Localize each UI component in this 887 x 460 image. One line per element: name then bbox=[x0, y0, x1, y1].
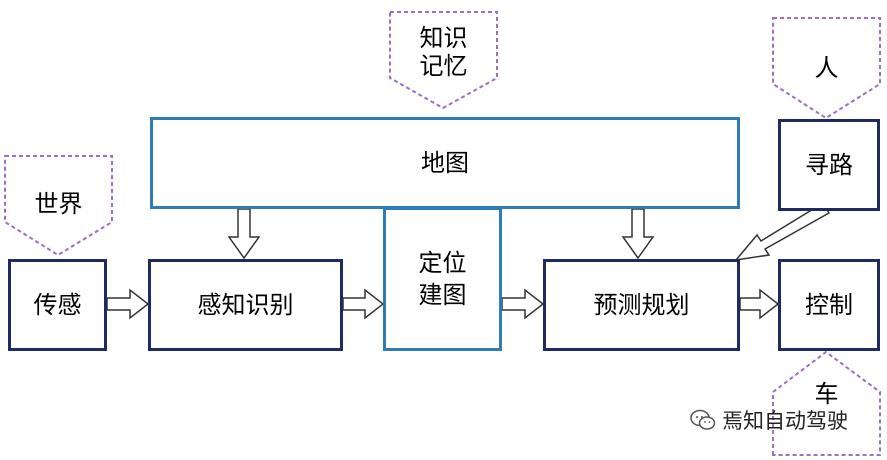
callout-human-label: 人 bbox=[814, 54, 839, 82]
wechat-icon bbox=[690, 409, 716, 430]
callout-world-label: 世界 bbox=[34, 190, 83, 218]
perception-box: 感知识别 bbox=[148, 259, 343, 351]
callout-vehicle-shape bbox=[772, 350, 881, 456]
arrow-map-to-perception bbox=[227, 208, 261, 260]
sensing-box: 传感 bbox=[8, 259, 107, 351]
perception-label: 感知识别 bbox=[197, 291, 294, 319]
arrow-localization-to-prediction bbox=[501, 288, 545, 320]
sensing-label: 传感 bbox=[33, 291, 82, 319]
localization-label: 定位 建图 bbox=[418, 249, 467, 309]
control-label: 控制 bbox=[805, 291, 853, 319]
routing-box: 寻路 bbox=[778, 119, 880, 211]
callout-world-shape bbox=[4, 155, 113, 257]
watermark: 焉知自动驾驶 bbox=[690, 405, 848, 435]
watermark-text: 焉知自动驾驶 bbox=[722, 409, 848, 433]
map-label: 地图 bbox=[421, 149, 469, 177]
routing-label: 寻路 bbox=[805, 151, 853, 179]
callout-human-shape bbox=[772, 17, 881, 120]
prediction-box: 预测规划 bbox=[543, 259, 740, 351]
arrow-sensing-to-perception bbox=[106, 288, 150, 320]
callout-knowledge-shape bbox=[389, 11, 498, 110]
callout-vehicle-label: 车 bbox=[814, 380, 839, 408]
arrow-prediction-to-control bbox=[739, 288, 780, 320]
arrow-map-to-prediction bbox=[621, 208, 655, 260]
localization-box: 定位 建图 bbox=[383, 207, 502, 351]
callout-knowledge-label: 知识 记忆 bbox=[419, 24, 468, 80]
arrow-routing-to-prediction bbox=[734, 201, 831, 262]
map-box: 地图 bbox=[150, 117, 740, 209]
prediction-label: 预测规划 bbox=[593, 291, 690, 319]
control-box: 控制 bbox=[778, 259, 880, 351]
arrow-perception-to-localization bbox=[342, 288, 385, 320]
